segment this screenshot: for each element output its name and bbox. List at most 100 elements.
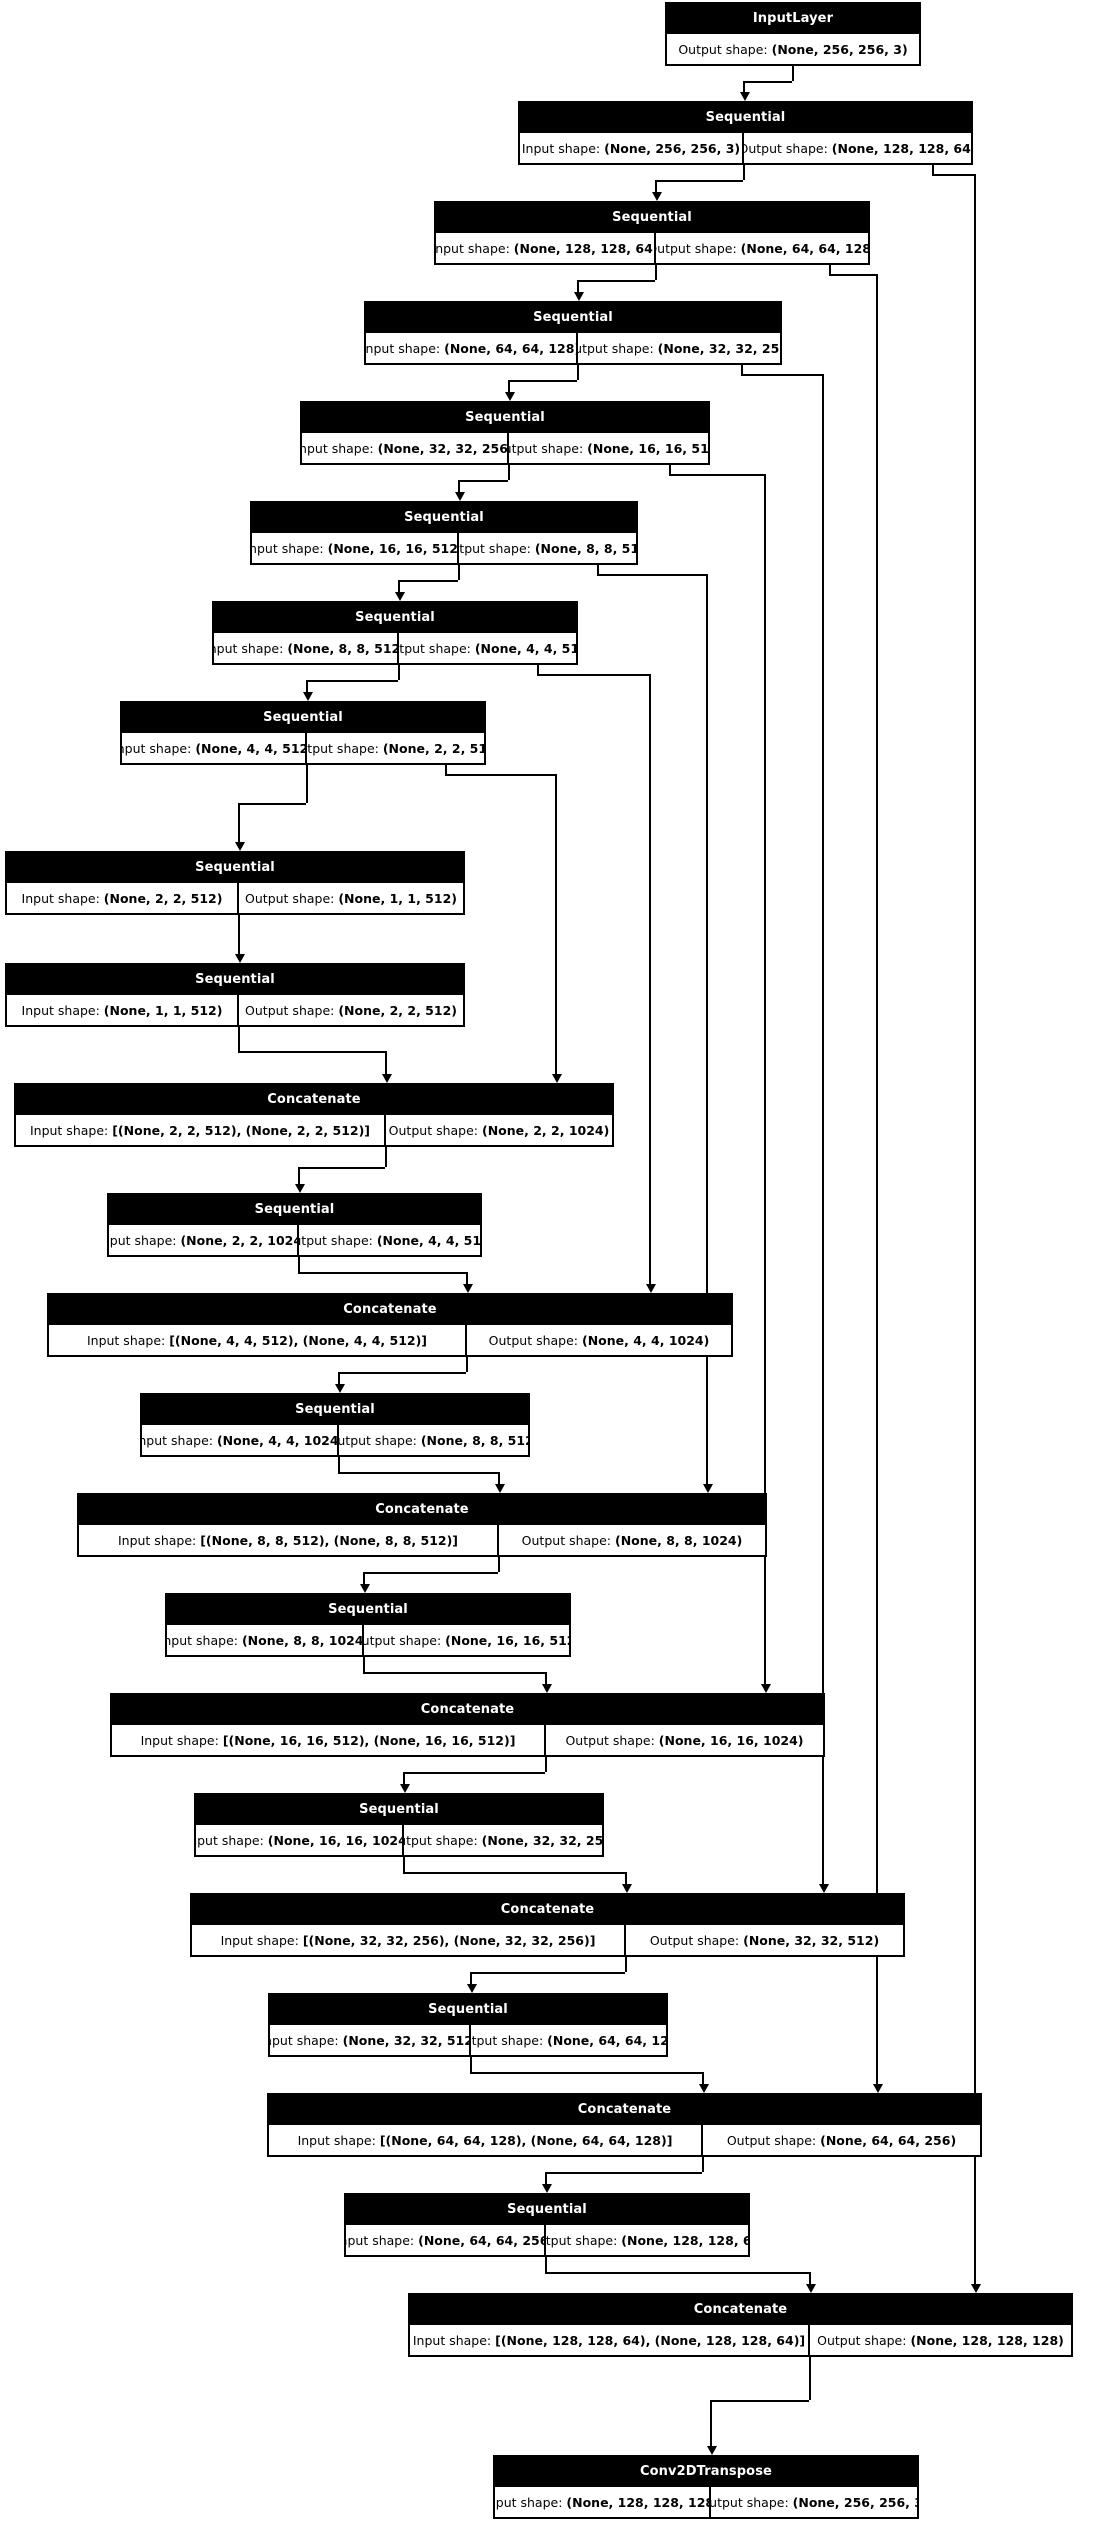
edge-chain-v2-n0-n1 [743,80,745,93]
arrowhead-n3 [574,292,584,301]
node-input-shape: Input shape: [(None, 64, 64, 128), (None… [269,2125,703,2155]
node-shape-row: Input shape: (None, 16, 16, 1024)Output … [196,1825,602,1855]
node-shape-row: Input shape: [(None, 4, 4, 512), (None, … [49,1325,731,1355]
edge-chain-n17-n18 [403,1855,405,1873]
node-type-label: Sequential [302,403,708,433]
node-shape-row: Input shape: (None, 256, 256, 3)Output s… [520,133,971,163]
edge-chain-v2-n3-n4 [508,380,510,393]
arrowhead-n11 [295,1184,305,1193]
edge-chain-h-n1-n2 [655,180,743,183]
node-type-label: Sequential [252,503,636,533]
arrowhead-n5 [455,492,465,501]
graph-node-conv2dtranspose[interactable]: Conv2DTransposeInput shape: (None, 128, … [493,2455,919,2519]
edge-chain-v2-n15-n16 [545,1672,547,1685]
edge-chain-h-n3-n4 [508,380,577,383]
skip-arrowhead-skip-8x8-512 [703,1484,713,1493]
edge-chain-h-n0-n1 [743,80,792,83]
skip-line-skip-16x16-512 [764,474,766,1685]
arrowhead-n15 [360,1584,370,1593]
node-type-label: Sequential [346,2195,748,2225]
skip-stub-h-skip-16x16-512 [669,474,764,476]
arrowhead-n18 [622,1884,632,1893]
arrowhead-n4 [505,392,515,401]
node-input-shape: Input shape: (None, 1, 1, 512) [7,995,239,1025]
node-shape-row: Input shape: (None, 32, 32, 256)Output s… [302,433,708,463]
edge-chain-h-n9-n10 [238,1051,385,1054]
arrowhead-n23 [707,2446,717,2455]
edge-chain-n15-n16 [363,1655,365,1673]
edge-chain-h-n15-n16 [363,1672,545,1675]
edge-chain-n9-n10 [238,1025,240,1052]
node-output-shape: Output shape: (None, 8, 8, 512) [459,540,636,556]
edge-chain-h-n20-n21 [545,2172,702,2175]
node-input-shape: Input shape: (None, 32, 32, 512) [270,2025,471,2055]
arrowhead-n17 [400,1784,410,1793]
skip-line-skip-32x32-256 [822,374,824,1885]
edge-chain-n11-n12 [298,1255,300,1273]
node-input-shape: Input shape: [(None, 16, 16, 512), (None… [112,1725,546,1755]
edge-chain-v2-n12-n13 [338,1372,340,1385]
node-type-label: Sequential [214,603,576,633]
node-shape-row: Input shape: (None, 16, 16, 512)Output s… [252,533,636,563]
node-output-shape: Output shape: (None, 32, 32, 256) [578,340,780,356]
edge-chain-h-n6-n7 [306,680,398,683]
node-output-shape: Output shape: (None, 2, 2, 512) [245,1002,457,1018]
edge-chain-n2-n3 [655,263,657,281]
edge-chain-v2-n10-n11 [298,1166,300,1185]
node-type-label: InputLayer [667,4,919,34]
edge-chain-n1-n2 [743,163,745,181]
edge-chain-v2-n19-n20 [702,2072,704,2085]
edge-chain-v2-n17-n18 [625,1872,627,1885]
edge-chain-v2-n13-n14 [498,1472,500,1485]
edge-chain-h-n12-n13 [338,1372,466,1375]
node-shape-row: Input shape: (None, 4, 4, 512)Output sha… [122,733,484,763]
edge-chain-v2-n11-n12 [466,1272,468,1285]
node-output-shape: Output shape: (None, 16, 16, 1024) [565,1732,804,1748]
node-shape-row: Input shape: (None, 128, 128, 64)Output … [436,233,868,263]
edge-chain-n6-n7 [398,663,400,681]
arrowhead-n20 [699,2084,709,2093]
edge-chain-v2-n1-n2 [655,180,657,193]
arrowhead-n2 [652,192,662,201]
edge-chain-n19-n20 [470,2055,472,2073]
skip-stub-skip-4x4-512 [537,663,539,675]
node-type-label: Sequential [122,703,484,733]
arrowhead-n1 [740,92,750,101]
edge-chain-n13-n14 [338,1455,340,1473]
node-input-shape: Input shape: (None, 16, 16, 1024) [196,1825,404,1855]
skip-stub-skip-16x16-512 [669,463,671,475]
node-output-shape: Output shape: (None, 128, 128, 64) [546,2232,748,2248]
node-shape-row: Input shape: (None, 64, 64, 128)Output s… [366,333,780,363]
node-type-label: Sequential [196,1795,602,1825]
node-shape-row: Output shape: (None, 256, 256, 3) [667,34,919,64]
node-input-shape: Input shape: [(None, 2, 2, 512), (None, … [16,1115,386,1145]
node-input-shape: Input shape: (None, 128, 128, 128) [495,2487,711,2517]
node-input-shape: Input shape: [(None, 4, 4, 512), (None, … [49,1325,467,1355]
skip-arrowhead-skip-4x4-512 [646,1284,656,1293]
edge-chain-n4-n5 [508,463,510,481]
